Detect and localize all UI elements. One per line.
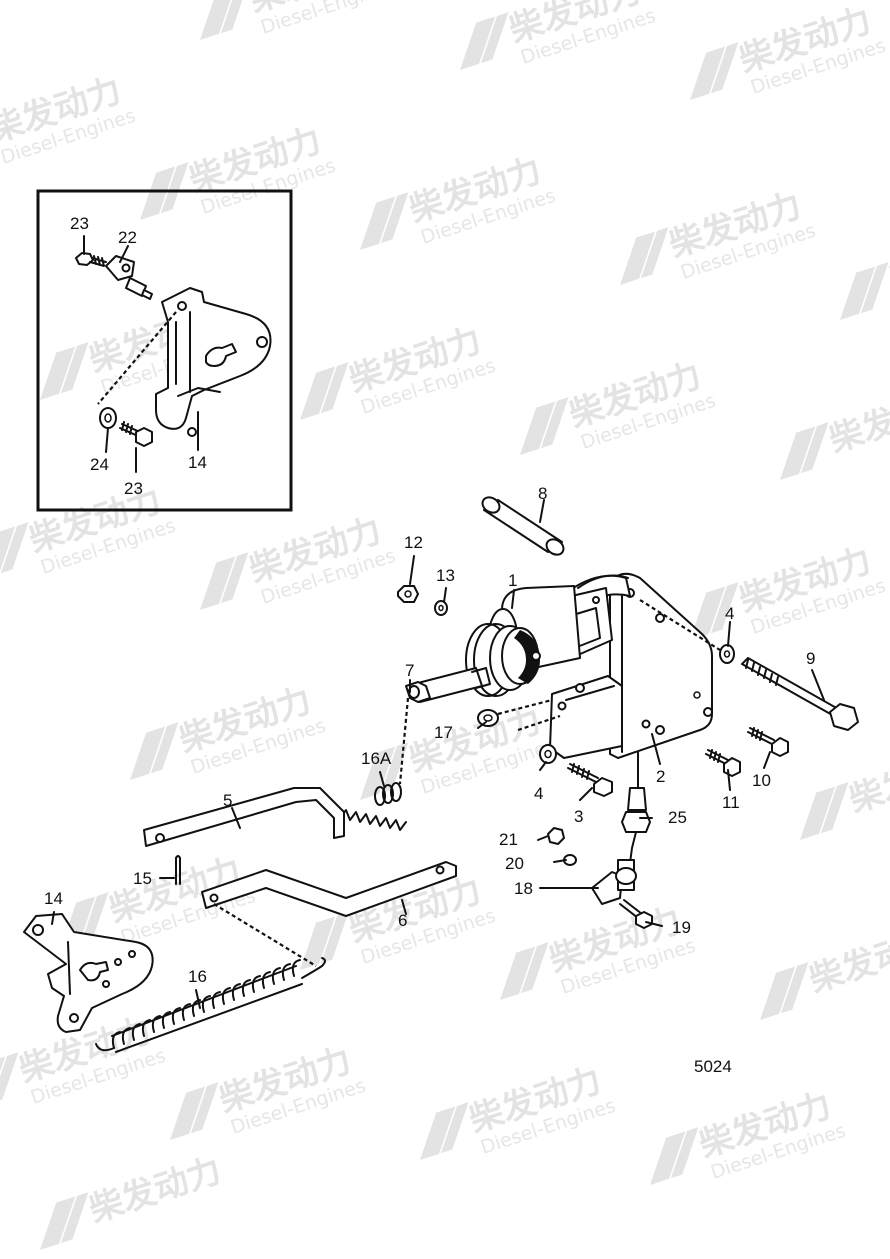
- watermark: 柴发动力 Diesel-Engines: [140, 120, 338, 220]
- part-3-screw: [567, 763, 613, 797]
- inset-dashed-assembly-line: [97, 311, 177, 405]
- dashed-line-17: [497, 698, 553, 716]
- part-9-bolt: [741, 657, 859, 731]
- part-17-spacer: [477, 709, 499, 727]
- callout-11: 11: [722, 793, 740, 812]
- callout-17: 17: [434, 723, 453, 742]
- watermark: 柴发动力: [40, 1150, 226, 1250]
- inset-screw-23-top: [75, 252, 107, 267]
- callout-25: 25: [668, 808, 687, 827]
- callout-10: 10: [752, 771, 771, 790]
- part-11-screw: [705, 749, 741, 777]
- part-8-spacer-rod: [481, 496, 565, 556]
- callout-24-inset: 24: [90, 455, 109, 474]
- leader-lines: [51, 555, 825, 1009]
- watermark: 柴发动力 Diesel-Engines: [300, 320, 498, 420]
- inset-clamp-22: [105, 255, 153, 300]
- watermark: 柴发动力: [840, 220, 890, 320]
- watermark: 柴发动力 Diesel-Engines: [500, 900, 698, 1000]
- part-6-lever: [201, 861, 457, 917]
- callout-19: 19: [672, 918, 691, 937]
- callout-8: 8: [538, 484, 547, 503]
- svg-text:柴发动力: 柴发动力: [804, 920, 890, 1000]
- callout-5: 5: [223, 791, 232, 810]
- watermark: 柴发动力 Diesel-Engines: [650, 1085, 848, 1185]
- svg-text:柴发动力: 柴发动力: [824, 380, 890, 460]
- part-18-clamp: [591, 859, 637, 905]
- watermark: 柴发动力 Diesel-Engines: [420, 1060, 618, 1160]
- callout-15: 15: [133, 869, 152, 888]
- callout-14: 14: [44, 889, 63, 908]
- watermark: 柴发动力 Diesel-Engines: [690, 0, 888, 100]
- callout-12: 12: [404, 533, 423, 552]
- dashed-line-4-low: [517, 714, 561, 732]
- dashed-line-4-right: [639, 599, 721, 651]
- callout-1: 1: [508, 571, 517, 590]
- callout-16a: 16A: [361, 749, 392, 768]
- callout-23-inset-top: 23: [70, 214, 89, 233]
- watermark: 柴发动力: [800, 740, 890, 840]
- watermark: 柴发动力: [760, 920, 890, 1020]
- part-5-lever: [143, 787, 345, 847]
- diagram-number: 5024: [694, 1057, 732, 1076]
- watermark: 柴发动力 Diesel-Engines: [360, 150, 558, 250]
- callout-21: 21: [499, 830, 518, 849]
- dashed-line-6: [213, 903, 317, 967]
- part-1-control-unit: [405, 572, 713, 759]
- svg-text:柴发动力: 柴发动力: [844, 740, 890, 820]
- inset-washer-24: [99, 407, 117, 429]
- part-15-pin: [175, 855, 181, 885]
- callout-4-low: 4: [534, 784, 543, 803]
- part-16-spring: [95, 957, 326, 1053]
- callout-3: 3: [574, 807, 583, 826]
- watermark: 柴发动力 Diesel-Engines: [520, 355, 718, 455]
- watermark: 柴发动力: [780, 380, 890, 480]
- callout-14-inset: 14: [188, 453, 207, 472]
- part-4-washer-low: [539, 744, 557, 764]
- part-16a-small-spring: [339, 782, 407, 831]
- part-12-nut: [397, 585, 419, 603]
- part-4-washer-right: [719, 644, 735, 664]
- callout-13: 13: [436, 566, 455, 585]
- inset-detail-box: 23 22 24 23 14: [36, 189, 293, 512]
- callout-4-right: 4: [725, 604, 734, 623]
- watermark: 柴发动力 Diesel-Engines: [620, 185, 818, 285]
- svg-text:柴发动力: 柴发动力: [84, 1150, 226, 1230]
- watermark: 柴发动力 Diesel-Engines: [170, 1040, 368, 1140]
- watermark: 柴发动力 Diesel-Engines: [460, 0, 658, 70]
- part-21-nut: [547, 827, 565, 845]
- watermark: 柴发动力 Diesel-Engines: [0, 70, 138, 168]
- part-14-bracket: [23, 913, 154, 1033]
- watermark: 柴发动力 Diesel-Engines: [200, 510, 398, 610]
- callout-22-inset: 22: [118, 228, 137, 247]
- callout-7: 7: [405, 661, 414, 680]
- inset-bracket-14: [155, 287, 272, 437]
- callout-16: 16: [188, 967, 207, 986]
- callout-23-inset-bottom: 23: [124, 479, 143, 498]
- watermark: 柴发动力 Diesel-Engines: [0, 480, 178, 580]
- part-10-screw: [747, 727, 789, 757]
- dashed-line-16a: [398, 697, 410, 785]
- callout-6: 6: [398, 911, 407, 930]
- watermark: 柴发动力 Diesel-Engines: [200, 0, 398, 40]
- watermark: 柴发动力 Diesel-Engines: [690, 540, 888, 640]
- callout-2: 2: [656, 767, 665, 786]
- inset-screw-23-bottom: [119, 421, 153, 447]
- svg-text:柴发动力: 柴发动力: [884, 220, 890, 300]
- callout-18: 18: [514, 879, 533, 898]
- callout-20: 20: [505, 854, 524, 873]
- part-13-washer: [434, 600, 448, 616]
- watermark: 柴发动力 Diesel-Engines: [130, 680, 328, 780]
- callout-9: 9: [806, 649, 815, 668]
